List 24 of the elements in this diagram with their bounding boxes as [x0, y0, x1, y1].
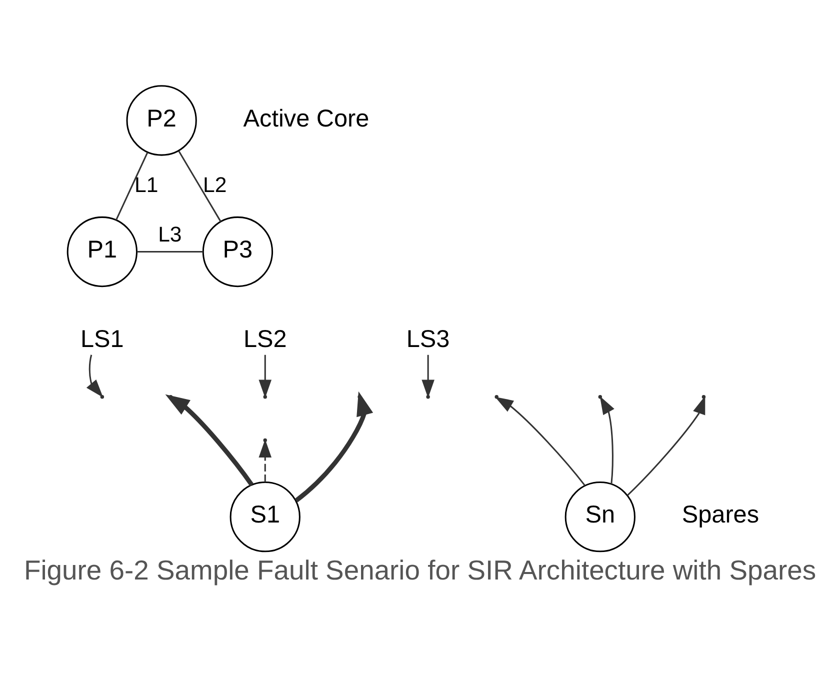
node-circle: P3 [202, 216, 274, 287]
connector [137, 250, 203, 252]
label: Spares [682, 501, 760, 528]
arrow [258, 354, 272, 398]
arrow [600, 396, 614, 484]
edge-label: L1 [134, 172, 158, 196]
arrow [495, 396, 586, 486]
arrow [294, 390, 374, 502]
node-text: LS1 [80, 325, 124, 352]
connector [178, 150, 222, 222]
node-circle: P2 [126, 84, 197, 156]
node-circle: S1 [230, 481, 300, 552]
caption: Figure 6-2 Sample Fault Senario for SIR Architecture with Spares [24, 554, 816, 585]
arrow [422, 354, 434, 398]
arrow [626, 395, 706, 496]
node-circle: Sn [564, 481, 636, 552]
node-circle: P1 [66, 216, 138, 287]
node-text: LS3 [406, 325, 450, 352]
node-text: LS2 [243, 325, 287, 352]
edge-label: L3 [158, 222, 182, 246]
label: Active Core [243, 104, 370, 132]
connector [115, 152, 148, 220]
edge-label: L2 [203, 172, 227, 196]
arrow [258, 438, 272, 482]
